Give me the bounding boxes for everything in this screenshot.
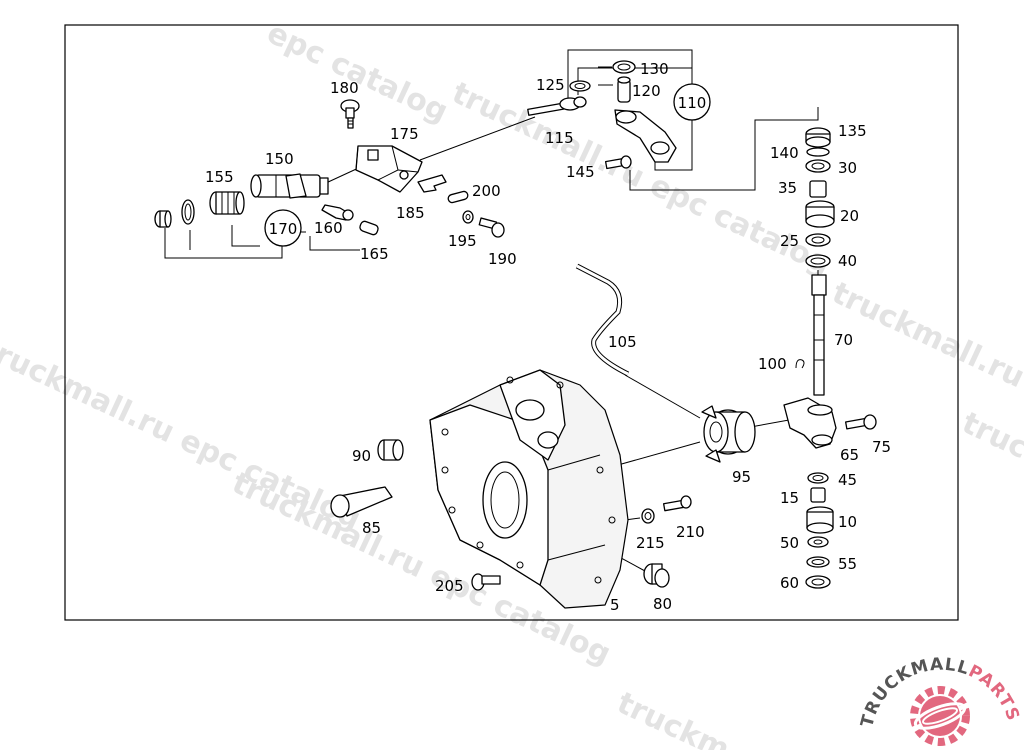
circled-label-110[interactable]: 110	[673, 83, 711, 121]
cap-small	[154, 210, 172, 228]
label-100: 100	[758, 355, 787, 373]
label-25: 25	[780, 232, 799, 250]
label-95: 95	[732, 468, 751, 486]
label-145: 145	[566, 163, 595, 181]
pin-165	[359, 220, 379, 236]
label-105: 105	[608, 333, 637, 351]
label-85: 85	[362, 519, 381, 537]
line-105	[575, 263, 630, 377]
bolt-75	[844, 414, 877, 430]
label-130: 130	[640, 60, 669, 78]
truckmall-parts-logo: TRUCKMALLPARTS	[857, 655, 1023, 746]
label-205: 205	[435, 577, 464, 595]
label-170: 170	[269, 220, 298, 238]
label-190: 190	[488, 250, 517, 268]
label-155: 155	[205, 168, 234, 186]
label-55: 55	[838, 555, 857, 573]
clip-130	[612, 60, 636, 74]
right-stack	[783, 127, 837, 589]
cylinder-150	[250, 173, 329, 199]
label-125: 125	[536, 76, 565, 94]
sleeve-85	[330, 486, 393, 518]
label-175: 175	[390, 125, 419, 143]
diagram-frame	[64, 24, 959, 621]
bolt-190	[478, 217, 505, 238]
label-120: 120	[632, 82, 661, 100]
housing-5	[429, 369, 629, 609]
bracket-175	[355, 145, 423, 193]
label-15: 15	[780, 489, 799, 507]
label-185: 185	[396, 204, 425, 222]
label-210: 210	[676, 523, 705, 541]
screw-145	[604, 155, 632, 170]
bolt-180	[340, 99, 360, 129]
label-60: 60	[780, 574, 799, 592]
label-70: 70	[834, 331, 853, 349]
label-140: 140	[770, 144, 799, 162]
screw-160	[321, 204, 354, 221]
pin-120	[617, 76, 631, 103]
label-215: 215	[636, 534, 665, 552]
label-20: 20	[840, 207, 859, 225]
circled-label-170[interactable]: 170	[264, 209, 302, 247]
plate-185	[417, 174, 447, 193]
label-75: 75	[872, 438, 891, 456]
watermark-text-6: truckmall.ru epc catalog	[957, 406, 1024, 612]
label-135: 135	[838, 122, 867, 140]
bolt-205	[471, 573, 501, 591]
label-30: 30	[838, 159, 857, 177]
label-165: 165	[360, 245, 389, 263]
label-200: 200	[472, 182, 501, 200]
washer-215	[641, 508, 655, 524]
logo-brand-accent: PARTS	[965, 661, 1023, 724]
bearing-95	[701, 405, 756, 463]
label-150: 150	[265, 150, 294, 168]
label-40: 40	[838, 252, 857, 270]
label-65: 65	[840, 446, 859, 464]
ring-125	[569, 80, 591, 92]
label-110: 110	[678, 94, 707, 112]
gear-icon	[910, 686, 970, 746]
screw-210	[662, 495, 692, 512]
clip-ring	[181, 199, 195, 225]
label-35: 35	[778, 179, 797, 197]
label-80: 80	[653, 595, 672, 613]
label-160: 160	[314, 219, 343, 237]
washer-195	[462, 210, 474, 224]
lever-110	[614, 109, 677, 163]
pin-200	[447, 190, 469, 204]
plug-80	[643, 563, 670, 588]
label-45: 45	[838, 471, 857, 489]
part-labels: 180 175 150 155 160 165 185 200 195 190 …	[205, 60, 891, 614]
watermark-text-1: epc catalog	[262, 16, 454, 130]
label-5: 5	[610, 596, 620, 614]
bolt-115	[527, 96, 587, 116]
plug-90	[377, 439, 404, 461]
label-115: 115	[545, 129, 574, 147]
watermark-text-7: truckm	[612, 686, 735, 750]
label-180: 180	[330, 79, 359, 97]
cap-155	[209, 191, 245, 215]
label-195: 195	[448, 232, 477, 250]
label-10: 10	[838, 513, 857, 531]
label-50: 50	[780, 534, 799, 552]
label-90: 90	[352, 447, 371, 465]
